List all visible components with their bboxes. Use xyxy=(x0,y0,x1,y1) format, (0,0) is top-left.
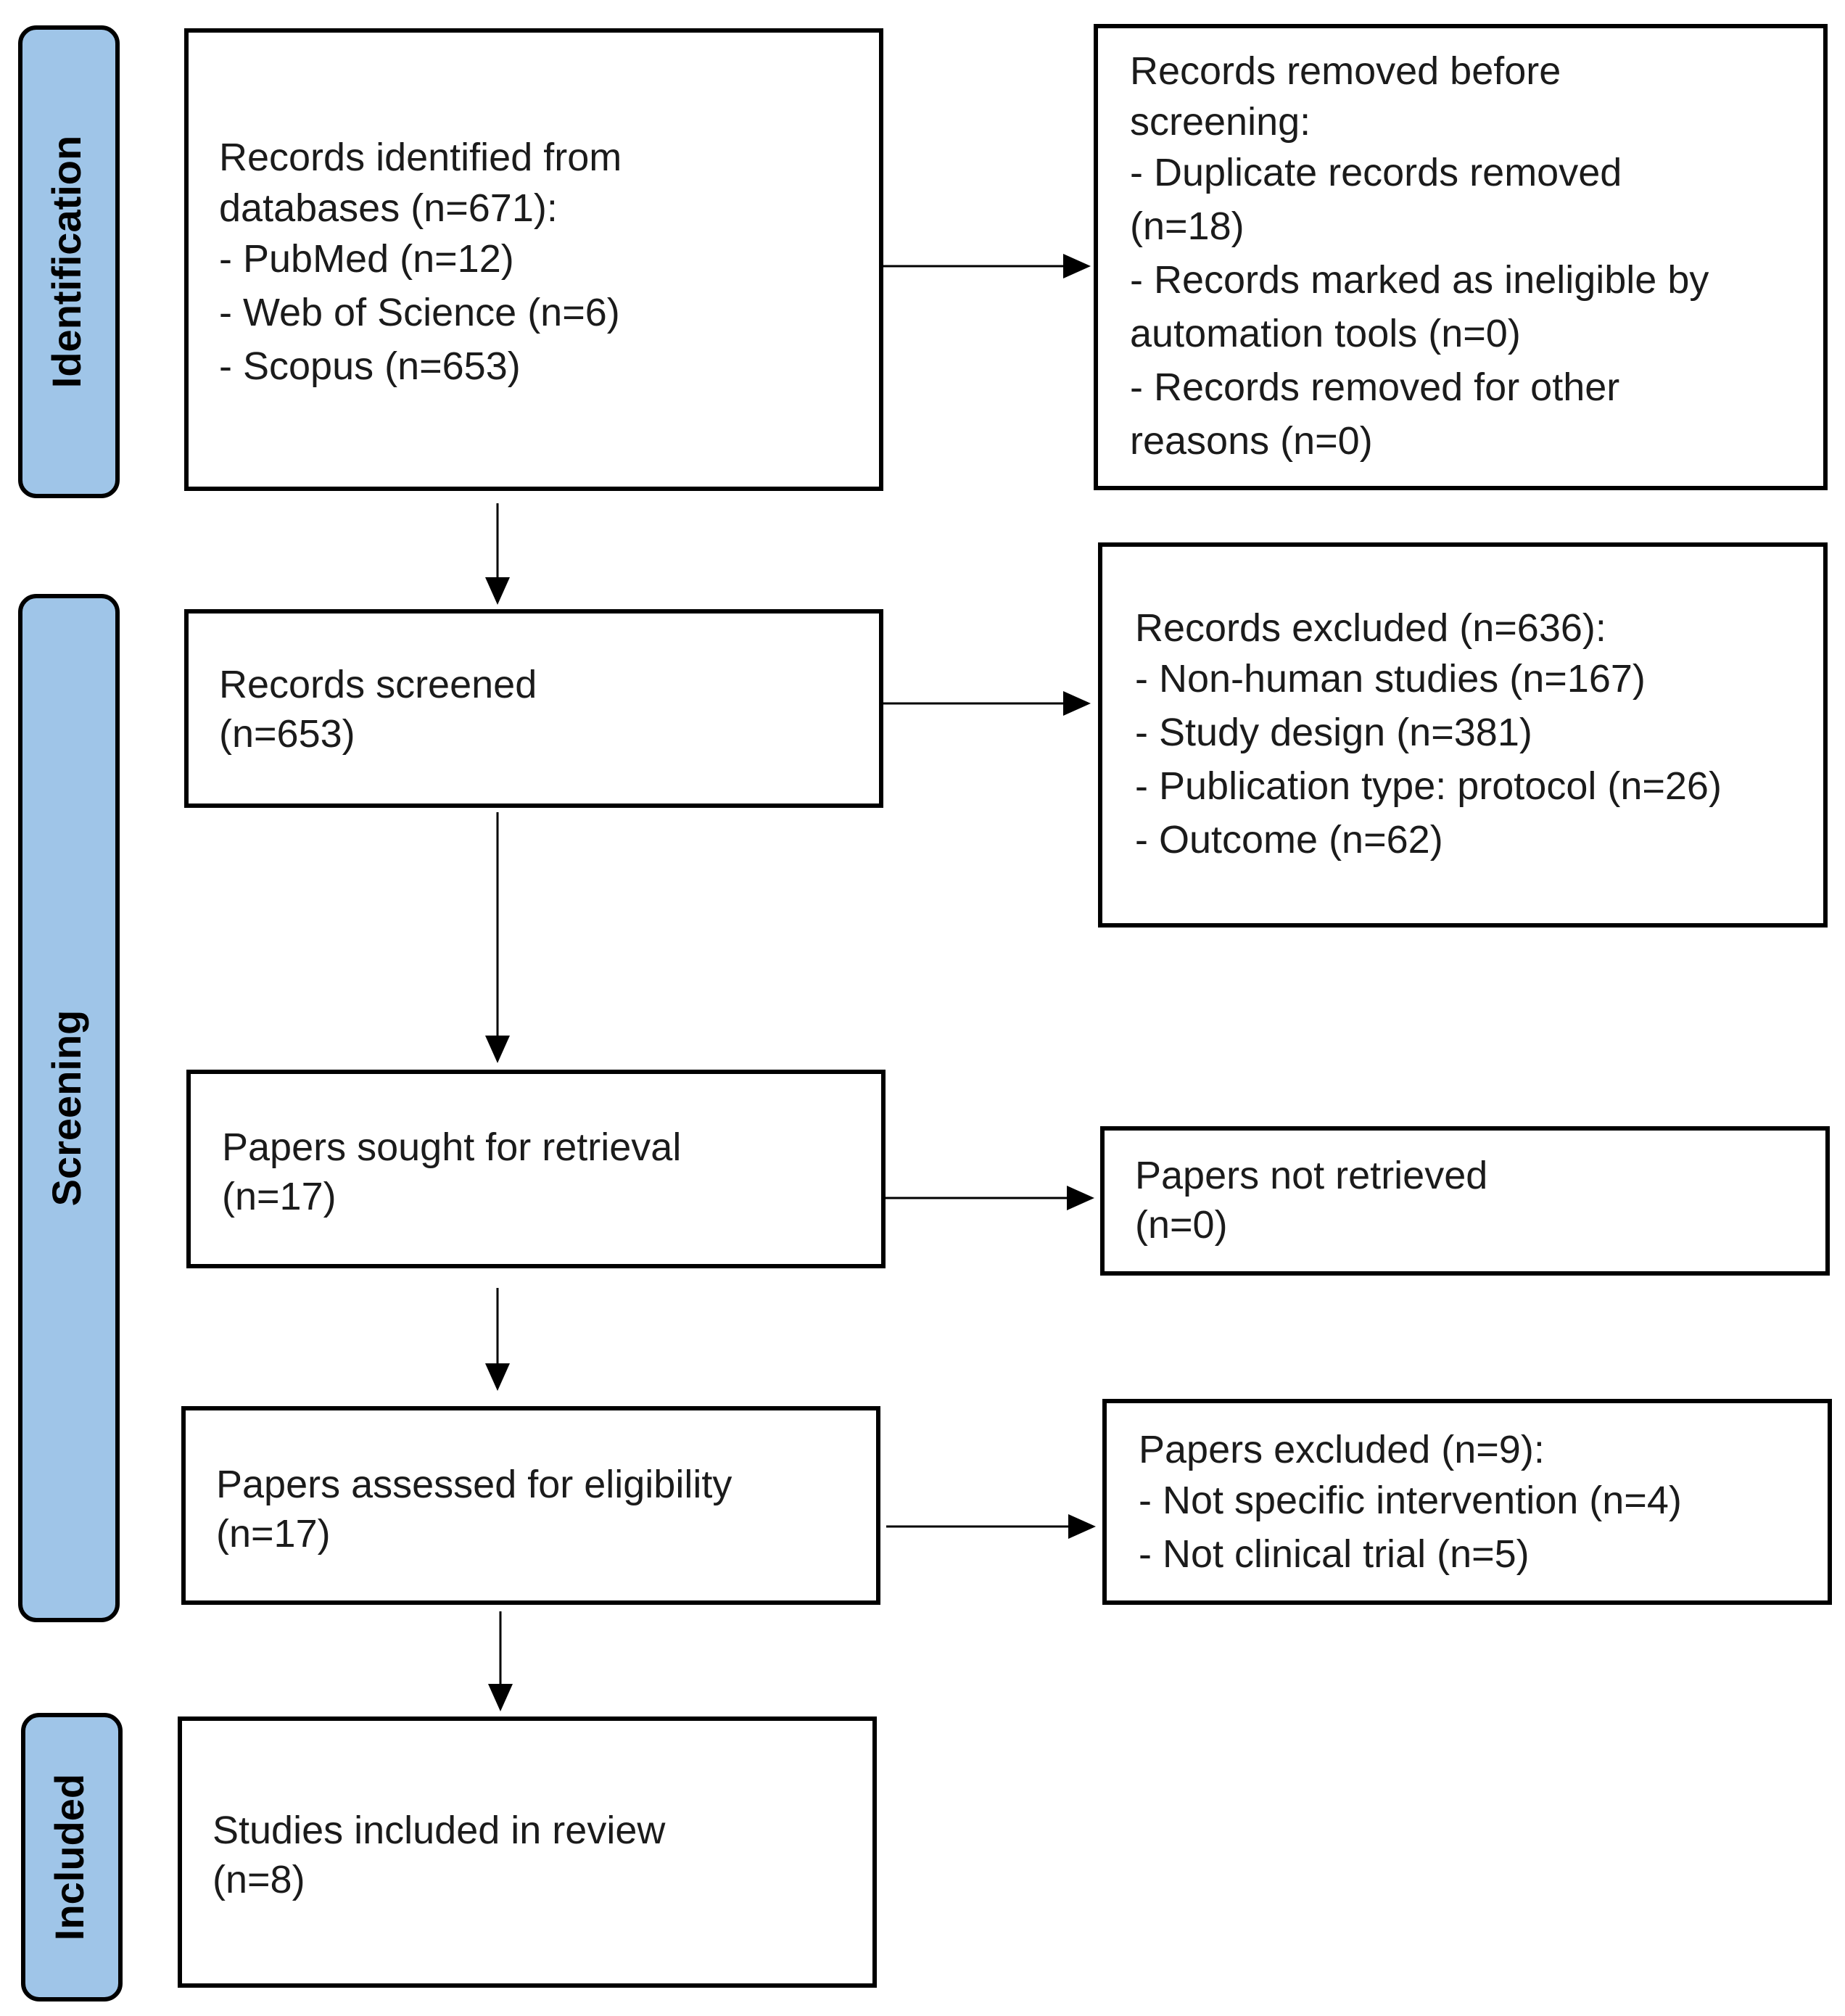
records-identified-line: databases (n=671): xyxy=(219,186,558,230)
records-removed-line: automation tools (n=0) xyxy=(1130,312,1521,355)
records-removed-line: screening: xyxy=(1130,100,1311,144)
records-identified-line: - PubMed (n=12) xyxy=(219,237,514,281)
phase-screening: Screening xyxy=(18,594,120,1622)
arrow-assessed-to-included xyxy=(488,1611,513,1711)
papers-assessed-text: Papers assessed for eligibility (n=17) xyxy=(216,1463,743,1556)
papers-not-retrieved-box: Papers not retrieved (n=0) xyxy=(1100,1126,1830,1276)
records-removed-line: - Records removed for other xyxy=(1130,365,1619,409)
papers-assessed-line: (n=17) xyxy=(216,1512,331,1556)
papers-excluded-text: Papers excluded (n=9): - Not specific in… xyxy=(1139,1428,1693,1576)
phase-identification: Identification xyxy=(18,25,120,498)
arrow-assessed-to-excluded xyxy=(886,1514,1096,1539)
phase-included-label: Included xyxy=(46,1774,92,1941)
arrow-sought-to-not-retrieved xyxy=(883,1186,1094,1210)
arrow-screened-to-sought xyxy=(485,812,510,1063)
records-identified-line: - Web of Science (n=6) xyxy=(219,291,620,334)
records-removed-text: Records removed before screening: - Dupl… xyxy=(1130,49,1720,463)
phase-included: Included xyxy=(21,1713,123,2001)
records-identified-line: - Scopus (n=653) xyxy=(219,344,521,388)
records-excluded-text: Records excluded (n=636): - Non-human st… xyxy=(1135,606,1733,862)
records-excluded-box: Records excluded (n=636): - Non-human st… xyxy=(1098,542,1828,928)
papers-sought-line: (n=17) xyxy=(222,1175,337,1218)
studies-included-line: Studies included in review xyxy=(212,1809,666,1852)
records-removed-box: Records removed before screening: - Dupl… xyxy=(1094,24,1828,490)
records-excluded-line: - Publication type: protocol (n=26) xyxy=(1135,764,1722,808)
records-excluded-line: - Non-human studies (n=167) xyxy=(1135,657,1646,701)
records-identified-box: Records identified from databases (n=671… xyxy=(184,28,883,491)
records-excluded-line: Records excluded (n=636): xyxy=(1135,606,1606,650)
papers-excluded-line: Papers excluded (n=9): xyxy=(1139,1428,1545,1471)
papers-not-retrieved-line: Papers not retrieved xyxy=(1135,1154,1487,1197)
papers-excluded-line: - Not clinical trial (n=5) xyxy=(1139,1532,1530,1576)
arrow-screened-to-excluded xyxy=(881,691,1091,716)
records-removed-line: - Duplicate records removed xyxy=(1130,151,1622,194)
records-screened-line: Records screened xyxy=(219,663,537,706)
records-removed-line: reasons (n=0) xyxy=(1130,419,1373,463)
arrow-identified-to-removed xyxy=(881,254,1091,278)
papers-sought-box: Papers sought for retrieval (n=17) xyxy=(186,1070,886,1268)
records-removed-line: (n=18) xyxy=(1130,205,1245,248)
papers-assessed-line: Papers assessed for eligibility xyxy=(216,1463,732,1506)
phase-identification-label: Identification xyxy=(44,136,89,388)
records-removed-line: Records removed before xyxy=(1130,49,1561,93)
papers-not-retrieved-text: Papers not retrieved (n=0) xyxy=(1135,1154,1498,1247)
papers-sought-line: Papers sought for retrieval xyxy=(222,1125,681,1169)
records-screened-line: (n=653) xyxy=(219,712,355,756)
papers-assessed-box: Papers assessed for eligibility (n=17) xyxy=(181,1406,880,1605)
phase-screening-label: Screening xyxy=(44,1010,89,1207)
papers-not-retrieved-line: (n=0) xyxy=(1135,1203,1228,1247)
papers-sought-text: Papers sought for retrieval (n=17) xyxy=(222,1125,692,1218)
papers-excluded-box: Papers excluded (n=9): - Not specific in… xyxy=(1102,1399,1832,1605)
records-excluded-line: - Outcome (n=62) xyxy=(1135,818,1443,862)
papers-excluded-line: - Not specific intervention (n=4) xyxy=(1139,1479,1682,1522)
records-screened-box: Records screened (n=653) xyxy=(184,609,883,808)
records-identified-text: Records identified from databases (n=671… xyxy=(219,136,632,388)
studies-included-box: Studies included in review (n=8) xyxy=(178,1717,877,1988)
arrow-sought-to-assessed xyxy=(485,1288,510,1391)
records-identified-line: Records identified from xyxy=(219,136,622,179)
arrow-identified-to-screened xyxy=(485,503,510,605)
records-screened-text: Records screened (n=653) xyxy=(219,663,548,756)
studies-included-line: (n=8) xyxy=(212,1858,305,1901)
records-excluded-line: - Study design (n=381) xyxy=(1135,711,1532,754)
records-removed-line: - Records marked as ineligible by xyxy=(1130,258,1709,302)
studies-included-text: Studies included in review (n=8) xyxy=(212,1809,676,1901)
